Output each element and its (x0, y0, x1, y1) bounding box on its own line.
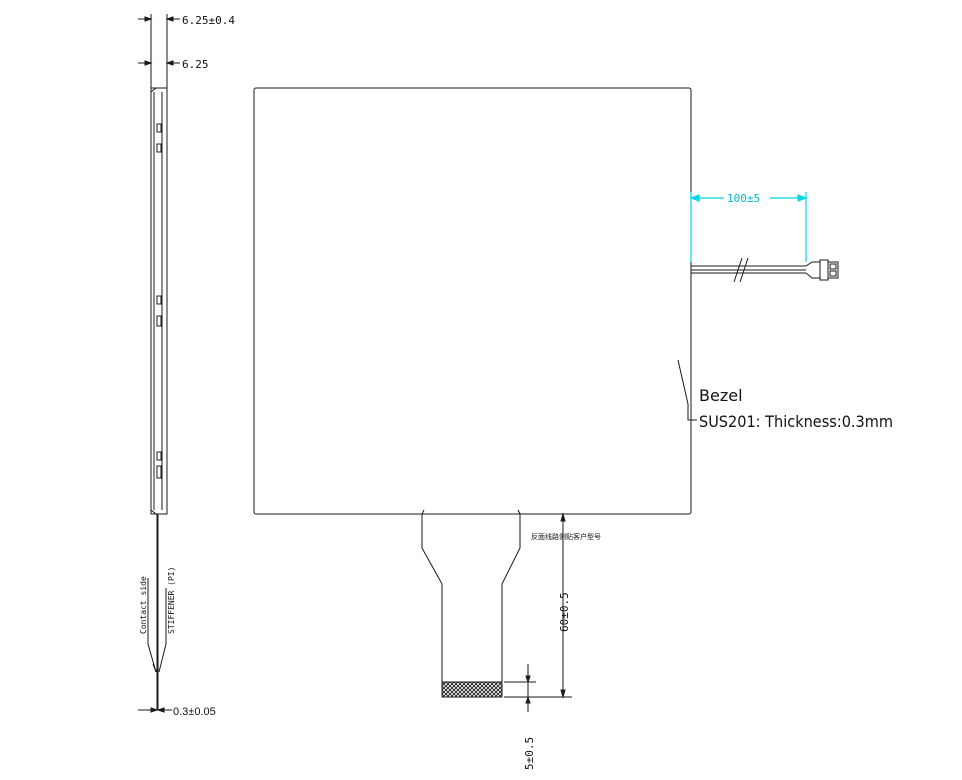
fpc-tail-left (421, 514, 443, 682)
material-label: SUS201: Thickness:0.3mm (699, 412, 893, 431)
front-view (253, 87, 839, 712)
arrow-head-icon (797, 194, 808, 202)
leader-stiffener (158, 588, 167, 673)
side-view (138, 14, 180, 713)
bezel-leader (677, 359, 697, 421)
connector-wires (805, 261, 820, 279)
arrow-head-icon (689, 194, 700, 202)
dim-label-bottom: 0.3±0.05 (173, 706, 216, 718)
cable-dim-label: 100±5 (727, 192, 760, 205)
arrow-head-icon (165, 16, 174, 22)
bezel-label: Bezel (699, 386, 743, 405)
connector-pin (829, 270, 837, 277)
side-bottom-chamfer (150, 509, 163, 515)
fpc-tail-right (501, 514, 521, 682)
side-component (156, 123, 162, 133)
break-mark (733, 257, 743, 283)
arrow-head-icon (525, 675, 531, 684)
tip-dim-label: 5±0.5 (523, 737, 536, 770)
arrow-head-icon (150, 707, 159, 713)
break-mark (739, 257, 749, 283)
arrow-head-icon (165, 60, 174, 66)
side-component (156, 295, 162, 305)
fpc-notch (421, 509, 521, 515)
connector-housing (827, 261, 839, 279)
arrow-head-icon (525, 695, 531, 704)
side-top-chamfer (150, 87, 163, 93)
connector-pin (829, 263, 837, 270)
fpc-contact-pads (441, 681, 503, 698)
arrow-head-icon (560, 689, 566, 699)
side-component (156, 315, 162, 327)
bezel-outline (253, 87, 692, 515)
arrow-head-icon (560, 512, 566, 522)
dim-label-top: 6.25±0.4 (182, 14, 235, 27)
arrow-head-icon (152, 663, 159, 673)
cable-dimension (689, 192, 808, 262)
leader-contact-side (147, 578, 157, 673)
arrow-head-icon (156, 707, 165, 713)
connector-icon (819, 259, 829, 281)
arrow-head-icon (144, 60, 153, 66)
dim-label-second: 6.25 (182, 58, 209, 71)
tail-dim-label: 60±0.5 (558, 592, 571, 632)
side-component (156, 451, 162, 461)
label-contact-side: Contact side (139, 576, 148, 634)
arrow-head-icon (144, 16, 153, 22)
chinese-note: 反面线路侧贴客户型号 (531, 532, 601, 541)
side-component (156, 465, 162, 479)
side-component (156, 143, 162, 153)
label-stiffener: STIFFENER (PI) (167, 567, 176, 634)
